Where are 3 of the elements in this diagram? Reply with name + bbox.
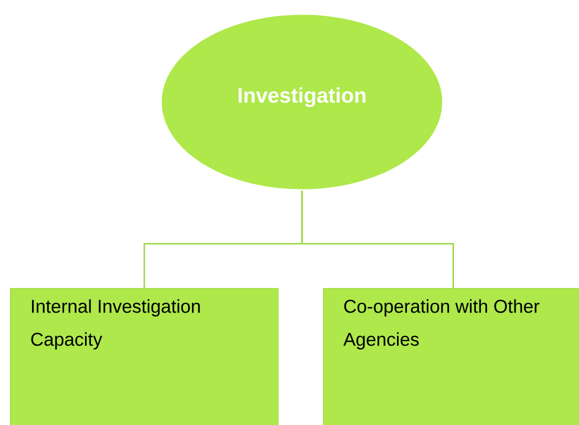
subtopic-box: Co-operation with Other Agencies <box>323 288 579 425</box>
connector-line <box>301 190 454 288</box>
subtopic-box: Internal Investigation Capacity <box>10 288 279 425</box>
